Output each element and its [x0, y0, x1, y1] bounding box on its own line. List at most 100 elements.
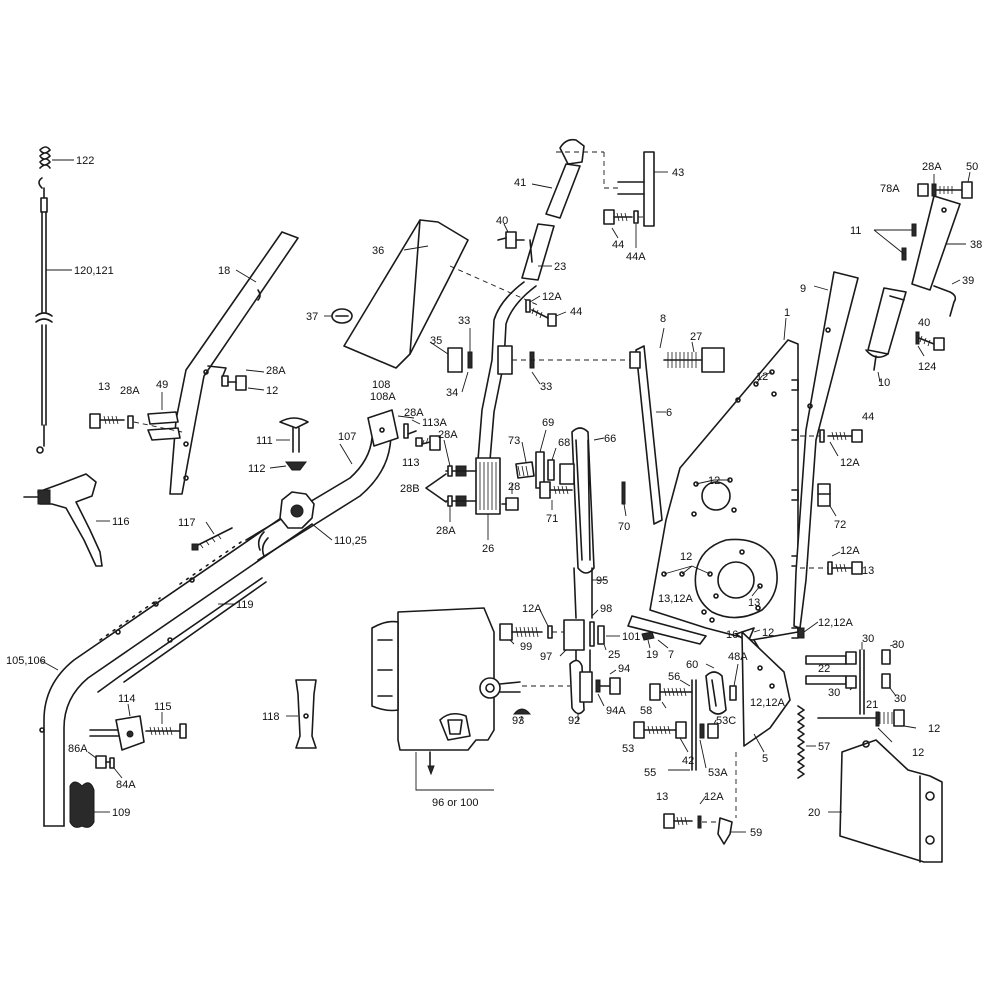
tube-10: [865, 287, 907, 383]
sleeve-118: [286, 679, 317, 749]
callout-labels: 122 120,121 18 28A 12 13 28A 49 116 117 …: [6, 155, 982, 839]
label-101: 101: [622, 631, 640, 643]
bolt-13-12A-bottom: [663, 795, 724, 829]
plate-7: [627, 615, 707, 649]
label-26: 26: [482, 543, 494, 555]
bolt-44-44A-upper: [603, 209, 644, 248]
label-28: 28: [508, 481, 520, 493]
label-20: 20: [808, 807, 820, 819]
bolt-40-124: [915, 331, 945, 357]
label-97: 97: [540, 651, 552, 663]
label-13-12A: 13,12A: [658, 593, 694, 605]
label-11: 11: [850, 225, 861, 237]
label-12-lower-right: 12: [928, 723, 940, 735]
label-12-lower-right-2: 12: [912, 747, 924, 759]
label-53A: 53A: [708, 767, 728, 779]
label-86A: 86A: [68, 743, 88, 755]
label-8: 8: [660, 313, 666, 325]
label-10: 10: [878, 377, 890, 389]
label-12-12A-bracket: 12,12A: [750, 697, 786, 709]
label-12A-bottom: 12A: [704, 791, 724, 803]
label-116: 116: [112, 516, 130, 528]
knob-37: [324, 308, 353, 324]
clip-59: [717, 752, 746, 845]
handle-tube-105-106: [39, 504, 313, 827]
label-1: 1: [784, 307, 790, 319]
label-117: 117: [178, 517, 196, 529]
label-56: 56: [668, 671, 680, 683]
label-33-upper: 33: [458, 315, 470, 327]
label-40-right: 40: [918, 317, 930, 329]
tube-38: [911, 195, 966, 291]
label-12-frame-mid: 12: [708, 475, 720, 487]
nut-86A-84A: [87, 751, 123, 779]
label-108A: 108A: [370, 391, 396, 403]
label-43: 43: [672, 167, 684, 179]
washer-70: [621, 481, 627, 517]
label-95: 95: [596, 575, 608, 587]
label-96-or-100: 96 or 100: [432, 797, 478, 809]
clutch-lever: [23, 473, 110, 567]
bolt-27: [629, 341, 725, 373]
label-13-frame: 13: [748, 597, 760, 609]
label-39: 39: [962, 275, 974, 287]
pulley-parts-68-69-73: [515, 429, 557, 489]
label-12-upper: 12: [266, 385, 278, 397]
label-30-right-lower: 30: [894, 693, 906, 705]
bolt-44-12A-mid: [525, 295, 567, 327]
label-23: 23: [554, 261, 566, 273]
label-53C: 53C: [716, 715, 736, 727]
label-12A-99: 12A: [522, 603, 542, 615]
label-13-right: 13: [862, 565, 874, 577]
label-112: 112: [248, 463, 266, 475]
label-53: 53: [622, 743, 634, 755]
label-28A-right: 28A: [922, 161, 942, 173]
arm-23: [521, 223, 555, 281]
bolt-40-upper: [497, 223, 525, 249]
fasteners-28: [425, 439, 519, 522]
pin-39: [933, 279, 961, 317]
plate-43: [617, 151, 668, 227]
label-118: 118: [262, 711, 280, 723]
label-12A-right-upper: 12A: [840, 457, 860, 469]
label-25: 25: [608, 649, 620, 661]
pulley-92: [569, 659, 593, 722]
pulley-66: [559, 427, 605, 574]
arm-6: [635, 327, 666, 525]
label-33-lower: 33: [540, 381, 552, 393]
bolt-56-58: [649, 679, 697, 771]
label-38: 38: [970, 239, 982, 251]
spring-57: [797, 705, 816, 779]
label-42: 42: [682, 755, 694, 767]
label-71: 71: [546, 513, 558, 525]
label-60: 60: [686, 659, 698, 671]
label-22: 22: [818, 663, 830, 675]
label-36: 36: [372, 245, 384, 257]
grip-109: [69, 781, 110, 828]
label-69: 69: [542, 417, 554, 429]
label-66: 66: [604, 433, 616, 445]
label-108: 108: [372, 379, 390, 391]
label-7: 7: [668, 649, 674, 661]
label-12A-right-lower: 12A: [840, 545, 860, 557]
label-28B: 28B: [400, 483, 420, 495]
handle-extension-107: [245, 429, 393, 561]
bolt-13-28A-left: [89, 413, 183, 433]
label-107: 107: [338, 431, 356, 443]
label-44-mid: 44: [570, 306, 582, 318]
label-28A-upper: 28A: [266, 365, 286, 377]
bolt-71: [539, 481, 573, 510]
bolt-44-12A-right: [800, 429, 863, 457]
label-30-mid: 30: [828, 687, 840, 699]
label-93: 93: [512, 715, 524, 727]
label-49: 49: [156, 379, 168, 391]
label-105-106: 105,106: [6, 655, 46, 667]
spacer-97: [559, 619, 585, 657]
pin-117: [191, 521, 233, 551]
label-124: 124: [918, 361, 936, 373]
label-16: 16: [726, 629, 738, 641]
label-84A: 84A: [116, 779, 136, 791]
label-12-frame-low: 12: [680, 551, 692, 563]
